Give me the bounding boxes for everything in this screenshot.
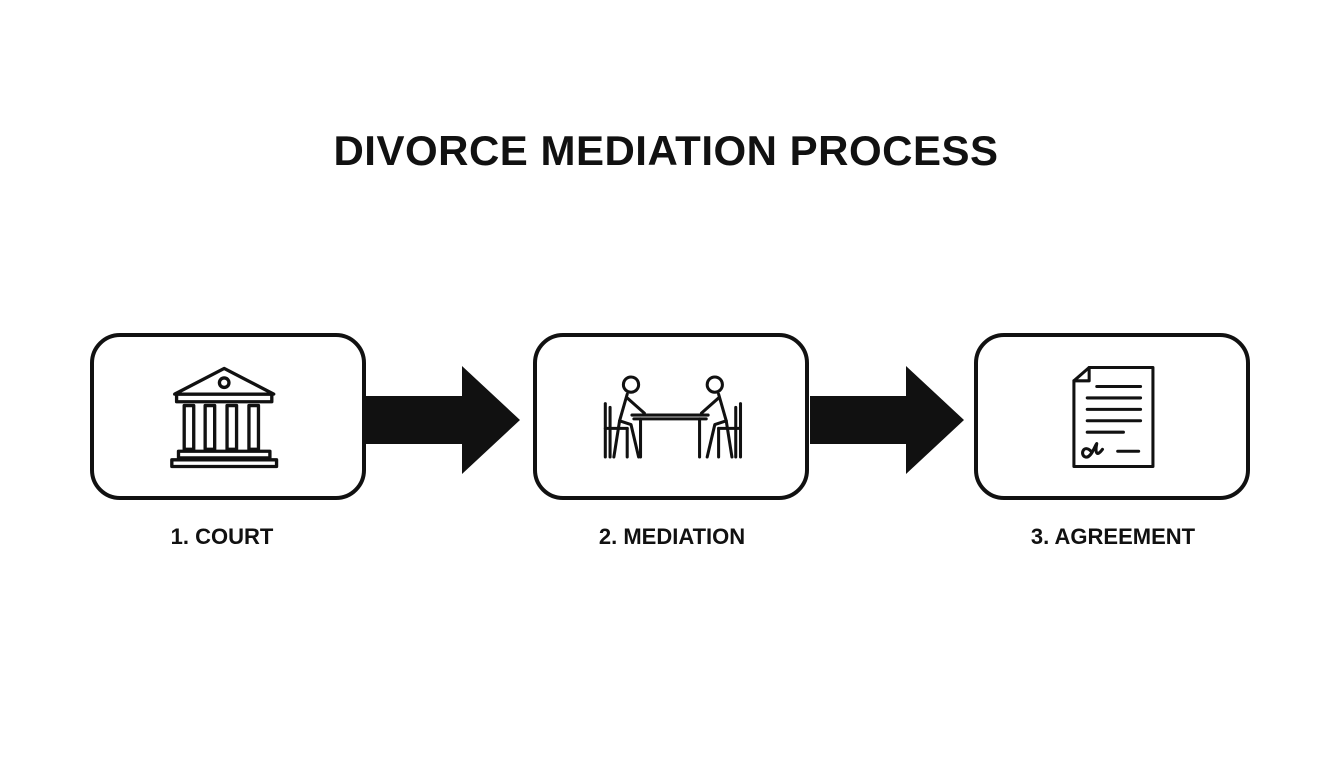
step-agreement-box <box>974 333 1250 500</box>
step-mediation-box <box>533 333 809 500</box>
arrow-right-icon <box>810 366 964 474</box>
diagram-title: DIVORCE MEDIATION PROCESS <box>333 127 999 174</box>
step-court-box <box>90 333 366 500</box>
step-agreement-label: 3. AGREEMENT <box>1030 524 1196 549</box>
arrow-right-icon <box>366 366 520 474</box>
step-mediation-label: 2. MEDIATION <box>598 524 746 549</box>
step-court-label: 1. COURT <box>170 524 274 549</box>
signed-document-icon <box>1072 365 1155 469</box>
courthouse-icon <box>170 366 279 469</box>
mediation-table-icon <box>603 375 743 459</box>
